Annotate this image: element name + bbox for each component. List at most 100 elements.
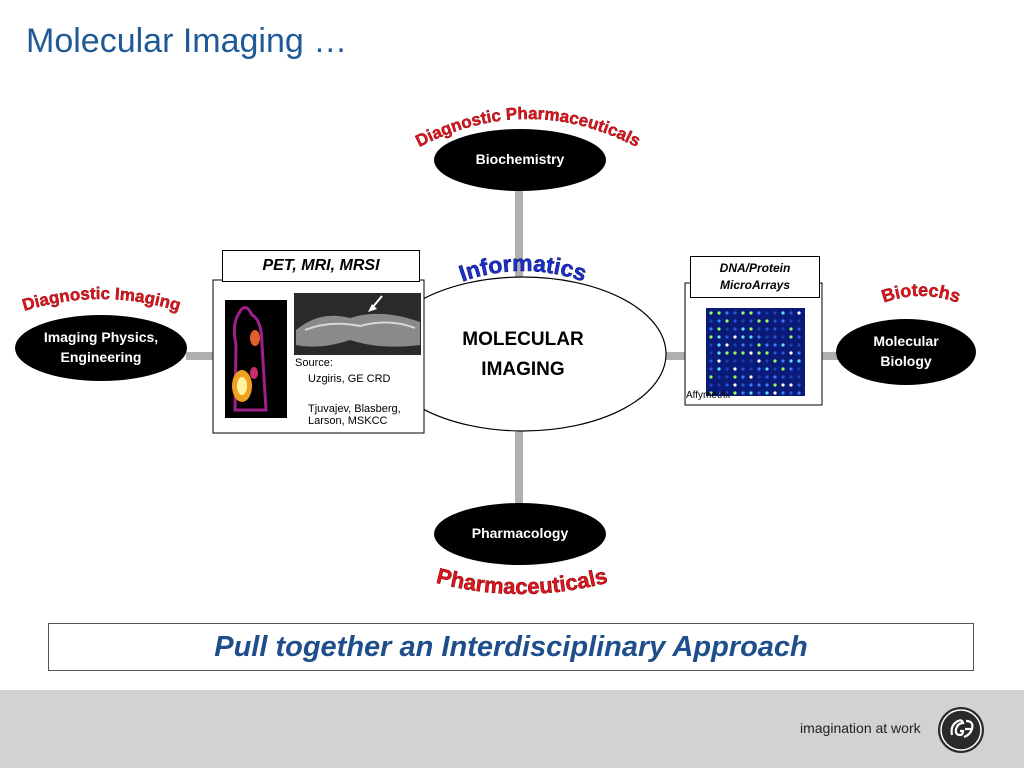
microarray-dot — [789, 383, 793, 387]
microarray-dot — [717, 327, 721, 331]
microarray-dot — [773, 383, 777, 387]
microarray-dot — [717, 391, 721, 395]
microarray-dot — [773, 311, 777, 315]
microarray-dot — [709, 359, 713, 363]
microarray-dot — [765, 391, 769, 395]
microarray-dot — [749, 327, 753, 331]
microarray-dot — [789, 359, 793, 363]
bottom-ellipse — [434, 503, 606, 565]
microarray-dot — [773, 335, 777, 339]
microarray-dot — [709, 343, 713, 347]
microarray-dot — [709, 335, 713, 339]
microarray-dot — [797, 343, 801, 347]
microarray-dot — [717, 367, 721, 371]
microarray-dot — [781, 391, 785, 395]
credit-tjuvajev: Tjuvajev, Blasberg, — [308, 403, 401, 415]
microarray-dot — [749, 391, 753, 395]
microarray-dot — [709, 375, 713, 379]
microarray-dot — [765, 383, 769, 387]
molecular-biology-label-1: Molecular — [873, 333, 939, 350]
microarray-dot — [749, 359, 753, 363]
molecular-biology-node: Molecular Biology — [836, 319, 976, 385]
microarray-dot — [725, 335, 729, 339]
microarray-dot — [725, 375, 729, 379]
pet-mri-mrsi-label: PET, MRI, MRSI — [222, 250, 420, 282]
microarray-dot — [725, 383, 729, 387]
microarray-dot — [781, 375, 785, 379]
microarray-dot — [709, 391, 713, 395]
pet-scan-hotspots — [232, 306, 268, 412]
microarray-dot — [773, 367, 777, 371]
microarray-dot — [717, 335, 721, 339]
microarray-dot — [789, 375, 793, 379]
microarray-dot — [765, 311, 769, 315]
microarray-dot — [725, 319, 729, 323]
microarray-dot — [733, 343, 737, 347]
microarray-dot — [781, 383, 785, 387]
microarray-dot — [749, 351, 753, 355]
microarray-dot — [757, 367, 761, 371]
microarray-dot — [717, 375, 721, 379]
footer-bar — [0, 690, 1024, 768]
biochemistry-node: Biochemistry — [434, 129, 606, 191]
microarray-dot — [765, 351, 769, 355]
microarray-dot — [789, 367, 793, 371]
microarray-dot — [733, 319, 737, 323]
biochemistry-label: Biochemistry — [475, 151, 565, 168]
microarray-dot — [773, 359, 777, 363]
microarray-dot — [733, 359, 737, 363]
microarray-dot — [797, 351, 801, 355]
microarray-dot — [765, 327, 769, 331]
microarray-dot — [757, 359, 761, 363]
imaging-physics-label-2: Engineering — [60, 349, 142, 365]
microarray-dot — [797, 391, 801, 395]
microarray-dot — [733, 327, 737, 331]
mri-scan-detail — [296, 295, 420, 347]
microarray-dot — [757, 319, 761, 323]
imaging-physics-label-1: Imaging Physics, — [43, 329, 159, 346]
microarray-dot — [757, 391, 761, 395]
microarray-dot — [749, 383, 753, 387]
microarray-dot — [709, 327, 713, 331]
microarray-dot — [741, 391, 745, 395]
center-label-line2: IMAGING — [481, 359, 565, 380]
microarray-dot — [733, 311, 737, 315]
microarray-dot — [749, 367, 753, 371]
microarray-dot — [749, 335, 753, 339]
microarray-dot — [725, 359, 729, 363]
microarray-dot — [797, 327, 801, 331]
microarray-dot — [789, 319, 793, 323]
microarray-dot — [733, 351, 737, 355]
source-label: Source: — [295, 357, 333, 369]
microarray-dot — [757, 383, 761, 387]
microarray-dot — [725, 327, 729, 331]
microarray-dot — [741, 311, 745, 315]
microarray-dot — [781, 367, 785, 371]
microarray-dot — [733, 383, 737, 387]
microarray-dot — [741, 375, 745, 379]
microarray-dot — [797, 335, 801, 339]
microarray-dot — [741, 383, 745, 387]
microarray-dot — [749, 311, 753, 315]
microarray-dot — [717, 359, 721, 363]
microarrays-title-2: MicroArrays — [719, 278, 791, 292]
arc-label-bottom: Pharmaceuticals — [434, 563, 609, 599]
microarray-dot — [741, 359, 745, 363]
pharmacology-label: Pharmacology — [471, 525, 569, 542]
microarrays-label: DNA/Protein MicroArrays — [690, 256, 820, 298]
microarray-dot — [717, 319, 721, 323]
credit-affymetrix: Affymetrix — [686, 390, 731, 401]
microarray-dot — [757, 375, 761, 379]
microarray-dot — [797, 359, 801, 363]
molecular-biology-label-2: Biology — [880, 353, 932, 369]
microarray-image — [706, 308, 805, 396]
microarray-dot — [781, 335, 785, 339]
microarray-dot — [749, 375, 753, 379]
microarray-dot — [765, 375, 769, 379]
center-label-line1: MOLECULAR — [462, 329, 584, 350]
microarray-dot — [765, 367, 769, 371]
microarray-dot — [709, 383, 713, 387]
microarray-dot — [789, 391, 793, 395]
microarray-dot — [717, 383, 721, 387]
microarray-dot — [781, 311, 785, 315]
